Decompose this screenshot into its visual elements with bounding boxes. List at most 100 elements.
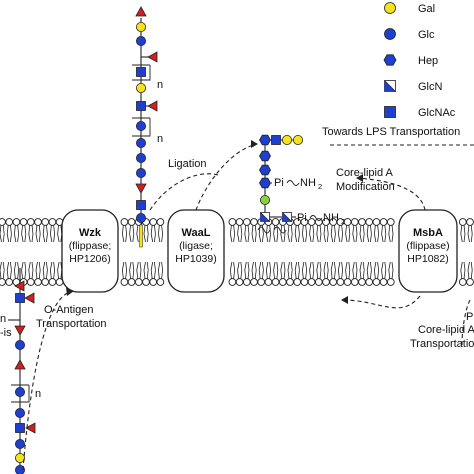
inner-lipid-tail — [121, 261, 128, 280]
glcnac-icon — [15, 293, 25, 303]
outer-lipid-head — [350, 218, 359, 226]
inner-lipid-head — [120, 278, 129, 286]
inner-lipid-tail — [309, 261, 315, 280]
inner-lipid-tail — [13, 261, 20, 280]
inner-lipid-tail — [316, 261, 322, 280]
inner-lipid-tail — [28, 261, 34, 280]
outer-lipid-tail — [309, 224, 315, 243]
msba-shape — [398, 209, 458, 293]
inner-lipid-head — [228, 278, 237, 286]
inner-lipid-tail — [244, 261, 250, 280]
legend-hep-label: Hep — [418, 55, 438, 67]
repeat-n-3: n — [35, 388, 41, 400]
outer-lipid-head — [458, 218, 467, 226]
inner-lipid-head — [257, 278, 266, 286]
pi-link-1 — [286, 180, 300, 186]
nh2-sub-1: 2 — [318, 182, 322, 191]
outer-lipid-tail — [467, 224, 473, 243]
outer-lipid-tail — [323, 224, 329, 243]
outer-lipid-tail — [143, 224, 149, 243]
outer-lipid-tail — [287, 224, 293, 243]
hep-icon — [259, 150, 271, 162]
outer-lipid-tail — [244, 224, 250, 243]
legend-gal-label: Gal — [418, 3, 435, 15]
inner-lipid-tail — [280, 261, 286, 280]
ligation-arrow — [149, 173, 219, 211]
glc-icon — [135, 36, 146, 47]
inner-lipid-tail — [287, 261, 293, 280]
fucose-icon — [147, 100, 158, 112]
corelipid-transport-label-2: Transportatio — [410, 338, 474, 350]
outer-lipid-tail — [301, 224, 308, 243]
inner-lipid-tail — [359, 261, 365, 280]
inner-lipid-tail — [323, 261, 329, 280]
inner-lipid-head — [336, 278, 345, 286]
inner-lipid-head — [242, 278, 251, 286]
inner-lipid-head — [293, 278, 302, 286]
inner-lipid-tail — [136, 261, 142, 280]
outer-lipid-tail — [13, 224, 20, 243]
inner-lipid-tail — [373, 261, 380, 280]
outer-lipid-head — [34, 218, 42, 226]
inner-lipid-head — [307, 278, 316, 286]
glcnac-icon — [15, 423, 25, 433]
inner-lipid-tail — [251, 261, 257, 280]
outer-lipid-head — [250, 218, 258, 226]
nh2-sub-2: 2 — [341, 217, 345, 226]
fucose-icon — [147, 51, 158, 63]
outer-lipid-tail — [460, 224, 466, 243]
repeat-n-2: n — [157, 133, 163, 145]
hep-legend-icon — [383, 54, 397, 66]
pi-link-2 — [309, 215, 323, 221]
glc-icon — [14, 339, 25, 350]
inner-lipid-head — [466, 278, 474, 286]
inner-lipid-tail — [467, 261, 473, 280]
inner-lipid-head — [286, 278, 294, 286]
outer-lipid-tail — [157, 224, 164, 243]
outer-lipid-tail — [280, 224, 286, 243]
fucose-icon — [14, 325, 26, 336]
outer-lipid-tail — [265, 224, 272, 243]
msba-flip-arrow — [342, 295, 421, 309]
gal-icon — [292, 134, 303, 145]
pi-label-2: Pi — [297, 212, 307, 224]
outer-lipid-head — [48, 218, 57, 226]
inner-lipid-tail — [301, 261, 308, 280]
inner-lipid-tail — [381, 261, 387, 280]
inner-lipid-head — [34, 278, 42, 286]
waal-id: HP1039) — [175, 253, 216, 265]
fucose-icon — [25, 422, 36, 434]
outer-lipid-tail — [366, 224, 372, 243]
inner-lipid-tail — [258, 261, 264, 280]
outer-lipid-tail — [294, 224, 300, 243]
wzk-shape — [61, 209, 119, 293]
inner-lipid-head — [300, 278, 309, 286]
outer-lipid-tail — [381, 224, 387, 243]
glcn-icon-diag — [260, 212, 270, 222]
undecaprenyl-anchor — [139, 224, 143, 248]
glcnac-icon — [271, 135, 281, 145]
waal-name: WaaL — [182, 227, 211, 239]
fucose-icon — [135, 6, 147, 17]
repeat-bracket-side — [11, 385, 30, 403]
inner-lipid-head — [278, 278, 287, 286]
outer-lipid-head — [19, 218, 28, 226]
legend-glc-label: Glc — [418, 29, 435, 41]
o-antigen-chain-periplasm — [132, 6, 158, 248]
outer-lipid-head — [343, 218, 352, 226]
ligation-to-core-arrow — [195, 143, 258, 211]
inner-lipid-head — [264, 278, 273, 286]
inner-lipid-head — [48, 278, 57, 286]
inner-lipid-tail — [388, 261, 394, 280]
inner-lipid-tail — [6, 261, 12, 280]
msba-role: (flippase) — [406, 240, 449, 252]
right-cut-label: P — [466, 311, 473, 323]
outer-lipid-head — [149, 218, 158, 226]
wzk-role: (flippase; — [69, 240, 112, 252]
inner-lipid-head — [365, 278, 374, 286]
outer-lipid-tail — [251, 224, 257, 243]
inner-lipid-head — [235, 278, 244, 286]
outer-lipid-head — [235, 218, 244, 226]
glc-icon — [135, 121, 146, 132]
inner-lipid-tail — [35, 261, 41, 280]
